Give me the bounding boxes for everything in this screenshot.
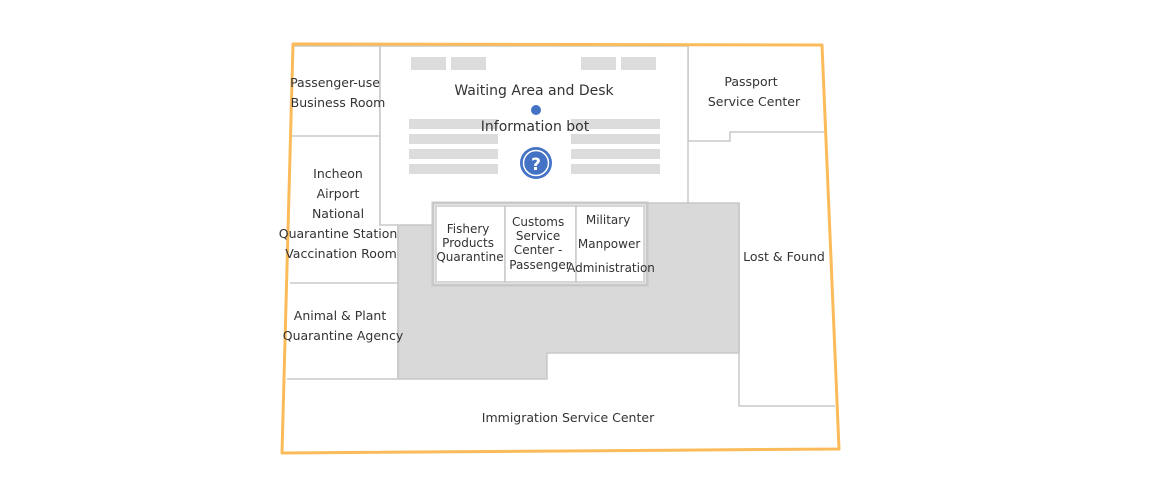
military-room[interactable] bbox=[575, 205, 645, 283]
building-outline bbox=[280, 42, 841, 455]
passport-center-label[interactable]: Passport Service Center bbox=[708, 74, 801, 109]
immigration-label[interactable]: Immigration Service Center bbox=[482, 410, 655, 425]
fishery-label[interactable]: Fishery Products Quarantine bbox=[436, 222, 503, 264]
waiting-area-seats bbox=[409, 57, 660, 174]
svg-text:?: ? bbox=[531, 155, 541, 175]
waiting-area-label[interactable]: Waiting Area and Desk bbox=[454, 83, 614, 99]
location-dot-icon[interactable] bbox=[531, 105, 541, 115]
quarantine-station-label[interactable]: Incheon Airport National Quarantine Stat… bbox=[279, 166, 402, 261]
business-room-label[interactable]: Passenger-use Business Room bbox=[290, 75, 385, 110]
animal-plant-label[interactable]: Animal & Plant Quarantine Agency bbox=[283, 308, 404, 343]
military-label[interactable]: Military Manpower Administration bbox=[567, 213, 655, 275]
info-bot-label[interactable]: Information bot bbox=[481, 119, 590, 135]
customs-room[interactable] bbox=[504, 205, 577, 283]
question-mark-icon[interactable]: ? bbox=[520, 147, 552, 179]
lost-found-label[interactable]: Lost & Found bbox=[743, 249, 825, 264]
fishery-room[interactable] bbox=[435, 205, 506, 283]
customs-label[interactable]: Customs Service Center - Passenger bbox=[509, 215, 571, 272]
